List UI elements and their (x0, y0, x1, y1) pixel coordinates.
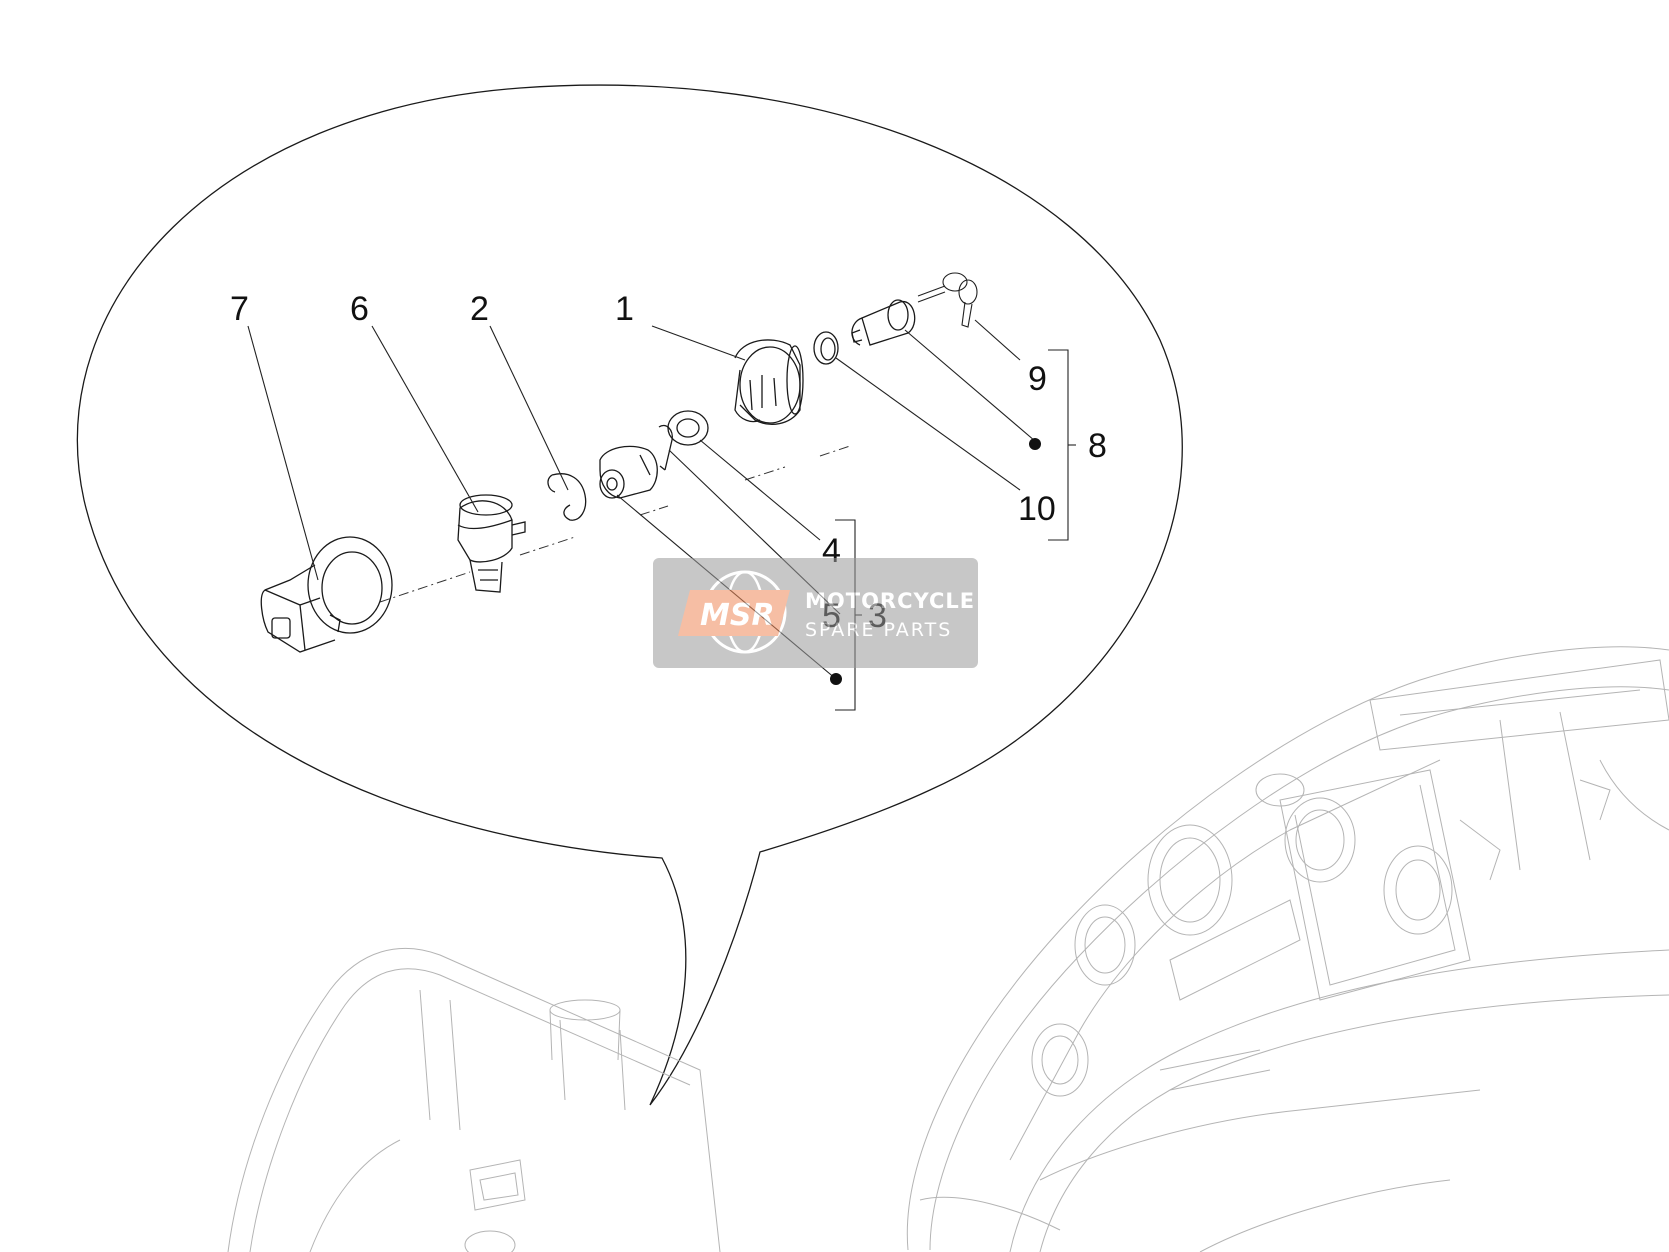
detail-bubble (76, 84, 1183, 1106)
callout-9: 9 (1028, 360, 1047, 398)
callout-1: 1 (615, 290, 634, 328)
callout-7: 7 (230, 290, 249, 328)
callout-10: 10 (1018, 490, 1056, 528)
callout-6: 6 (350, 290, 369, 328)
callout-2: 2 (470, 290, 489, 328)
keys-icon (917, 272, 978, 328)
watermark-line1: MOTORCYCLE (805, 589, 975, 613)
part-2-spring-clip (547, 473, 587, 521)
part-10-retaining-ring (813, 331, 839, 365)
scooter-frame-right (906, 646, 1669, 1252)
part-6-switch (457, 494, 526, 593)
watermark-logo: MSR (700, 598, 775, 633)
part-4-washer (667, 410, 709, 446)
part-3-lock-cam (599, 445, 658, 499)
part-1-lock-housing (734, 339, 804, 425)
msr-logo-badge (678, 590, 790, 636)
part-5-hook-spring (658, 424, 673, 471)
scooter-frame-left (227, 948, 721, 1252)
watermark-line2: SPARE PARTS (805, 619, 952, 641)
assembly-axis (379, 445, 851, 603)
callout-8: 8 (1088, 427, 1107, 465)
part-7-antenna-ring (260, 536, 393, 653)
kit-dot-3 (830, 673, 842, 685)
watermark-box (653, 558, 978, 668)
watermark: MSR MOTORCYCLE SPARE PARTS (653, 558, 978, 668)
part-9-lock-cylinder (851, 299, 916, 346)
kit-dot-8 (1029, 438, 1041, 450)
